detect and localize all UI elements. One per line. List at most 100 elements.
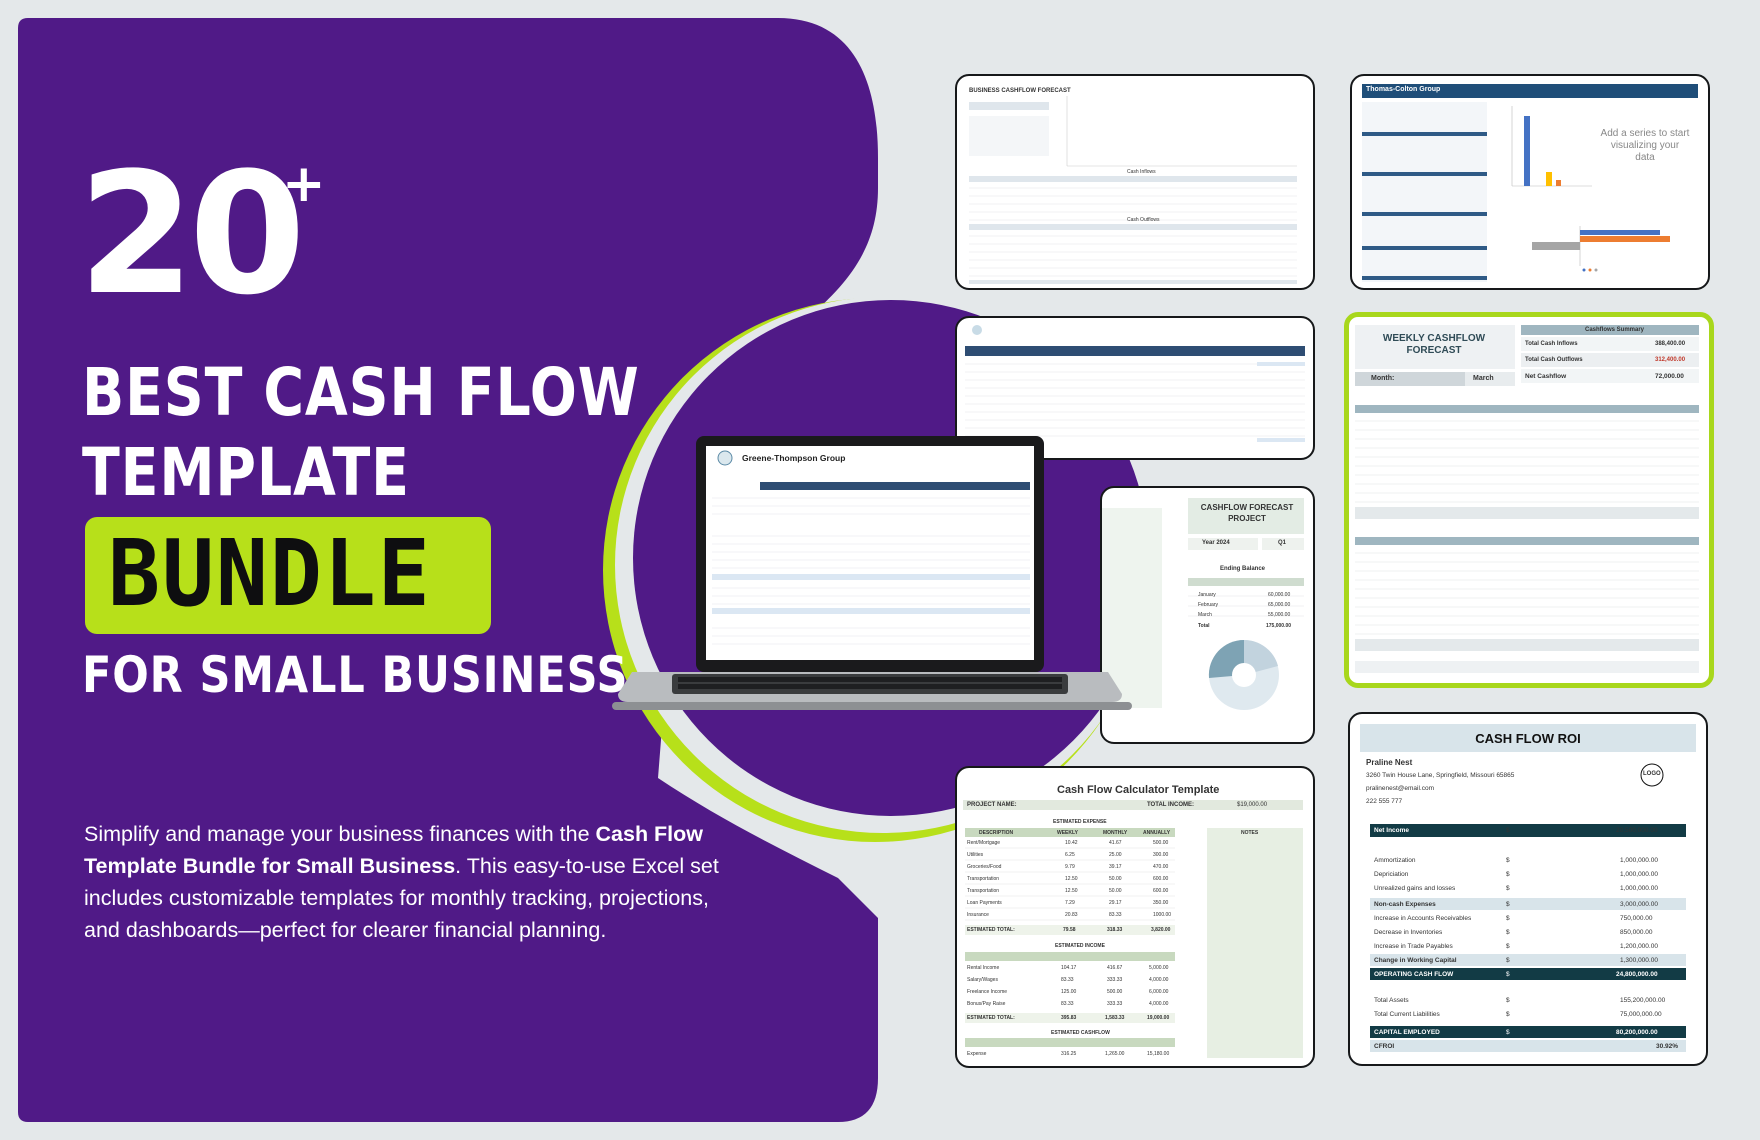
roi-cfroi-label: CFROI [1374,1043,1395,1050]
calc-expense-desc: Transportation [967,888,1000,894]
preview-weekly-cashflow: WEEKLY CASHFLOW FORECAST Month: March Ca… [1344,312,1714,688]
roi-capital-value: 80,200,000.00 [1616,1029,1658,1036]
roi-row-value: 75,000,000.00 [1620,1011,1662,1018]
calculator-title: Cash Flow Calculator Template [1057,784,1220,796]
laptop-company-name: Greene-Thompson Group [742,453,846,463]
calc-expense-total-annually: 3,820.00 [1151,927,1171,933]
calc-expense-total-label: ESTIMATED TOTAL: [967,927,1015,933]
calc-expense-annually: 300.00 [1153,852,1169,858]
calc-header-weekly: WEEKLY [1057,830,1078,836]
weekly-total-outflows-label: Total Cash Outflows [1525,357,1583,363]
calculator-estimated-expense: ESTIMATED EXPENSE [1053,819,1107,825]
calc-expense-monthly: 39.17 [1109,864,1122,870]
roi-row-label: Increase in Accounts Receivables [1374,915,1472,922]
preview-thomas-colton: Thomas-Colton Group Add a series to star… [1350,74,1710,290]
description-bold: Cash Flow Template Bundle for Small Busi… [84,822,704,878]
calc-cashflow-desc: Expense [967,1051,987,1057]
roi-row-currency: $ [1506,857,1510,864]
roi-row-label: Total Current Liabilities [1374,1011,1440,1018]
roi-capital-label: CAPITAL EMPLOYED [1374,1029,1440,1036]
calc-income-weekly: 104.17 [1061,965,1077,971]
project-row-4-month: Total [1198,623,1210,629]
roi-row-label: Decrease in Inventories [1374,929,1443,936]
calc-expense-annually: 350.00 [1153,900,1169,906]
calc-income-weekly: 83.33 [1061,1001,1074,1007]
project-year: Year 2024 [1202,540,1230,546]
roi-phone: 222 555 777 [1366,798,1403,805]
hero-bundle: BUNDLE [108,520,432,627]
calculator-total-income-value: $19,000.00 [1237,802,1268,808]
calc-expense-monthly: 50.00 [1109,888,1122,894]
roi-row-label: Ammortization [1374,857,1416,864]
roi-row-value: 1,200,000.00 [1620,943,1658,950]
calc-income-annually: 6,000.00 [1149,989,1169,995]
roi-row-value: 155,200,000.00 [1620,997,1666,1004]
calc-expense-weekly: 9.79 [1065,864,1075,870]
roi-logo: LOGO [1643,771,1661,777]
roi-capital-cur: $ [1506,1029,1510,1036]
weekly-title: WEEKLY CASHFLOW FORECAST [1382,333,1486,356]
hero-line-3: FOR SMALL BUSINESS [82,646,629,704]
roi-row-currency: $ [1506,929,1510,936]
project-row-3-month: March [1198,612,1212,618]
roi-sheet [1360,724,1696,1052]
calc-income-weekly: 83.33 [1061,977,1074,983]
business-forecast-inflows: Cash Inflows [1127,169,1156,175]
calc-income-total-weekly: 395.83 [1061,1015,1077,1021]
roi-row-value: 750,000.00 [1620,915,1653,922]
description-text-1: Simplify and manage your business financ… [84,822,596,846]
roi-row-currency: $ [1506,915,1510,922]
calc-expense-desc: Transportation [967,876,1000,882]
calc-income-desc: Bonus/Pay Raise [967,1001,1006,1007]
calc-expense-weekly: 7.29 [1065,900,1075,906]
thomas-colton-chart-hint: Add a series to start visualizing your d… [1600,128,1690,163]
calculator-estimated-income: ESTIMATED INCOME [1055,943,1105,949]
thomas-colton-sheet [1362,84,1698,282]
roi-row-currency: $ [1506,1011,1510,1018]
calc-expense-total-weekly: 79.58 [1063,927,1076,933]
weekly-month-value: March [1473,375,1494,382]
laptop [612,436,1132,710]
roi-operating-cur: $ [1506,971,1510,978]
calc-income-total-label: ESTIMATED TOTAL: [967,1015,1015,1021]
greene-thompson-sheet-grid [965,325,1305,442]
calc-income-total-monthly: 1,583.33 [1105,1015,1125,1021]
roi-row-value: 1,000,000.00 [1620,871,1658,878]
weekly-net-label: Net Cashflow [1525,373,1567,380]
roi-address: 3260 Twin House Lane, Springfield, Misso… [1366,772,1515,779]
calc-cashflow-annually: 15,180.00 [1147,1051,1170,1057]
calc-expense-desc: Loan Payments [967,900,1002,906]
roi-email: pralinenest@email.com [1366,785,1435,792]
calc-expense-monthly: 29.17 [1109,900,1122,906]
calc-income-desc: Freelance Income [967,989,1008,995]
project-row-3-value: 55,000.00 [1268,612,1291,618]
calc-income-weekly: 125.00 [1061,989,1077,995]
calc-expense-monthly: 25.00 [1109,852,1122,858]
calc-expense-desc: Rent/Mortgage [967,840,1001,846]
hero-line-2: TEMPLATE [82,434,410,511]
project-row-2-month: February [1198,602,1219,608]
calc-header-annually: ANNUALLY [1143,830,1171,836]
calc-cashflow-weekly: 316.25 [1061,1051,1077,1057]
calc-header-monthly: MONTHLY [1103,830,1128,836]
project-row-1-month: January [1198,592,1216,598]
roi-row-label: Increase in Trade Payables [1374,943,1453,950]
roi-row-label: Unrealized gains and losses [1374,885,1456,892]
weekly-total-inflows-value: 388,400.00 [1655,341,1686,347]
bundle-highlight [85,517,491,634]
calc-expense-monthly: 50.00 [1109,876,1122,882]
calc-expense-annually: 600.00 [1153,876,1169,882]
weekly-sheet-grid [1355,325,1699,673]
calc-expense-weekly: 10.42 [1065,840,1078,846]
calc-income-annually: 5,000.00 [1149,965,1169,971]
calc-income-annually: 4,000.00 [1149,977,1169,983]
roi-row-currency: $ [1506,885,1510,892]
roi-net-income-value: 20,500,000.00 [1616,827,1658,834]
roi-noncash-value: 3,000,000.00 [1620,901,1658,908]
roi-noncash-label: Non-cash Expenses [1374,901,1436,908]
business-forecast-grid [969,96,1297,284]
roi-operating-label: OPERATING CASH FLOW [1374,971,1454,978]
roi-operating-value: 24,800,000.00 [1616,971,1658,978]
calc-expense-desc: Groceries/Food [967,864,1002,870]
